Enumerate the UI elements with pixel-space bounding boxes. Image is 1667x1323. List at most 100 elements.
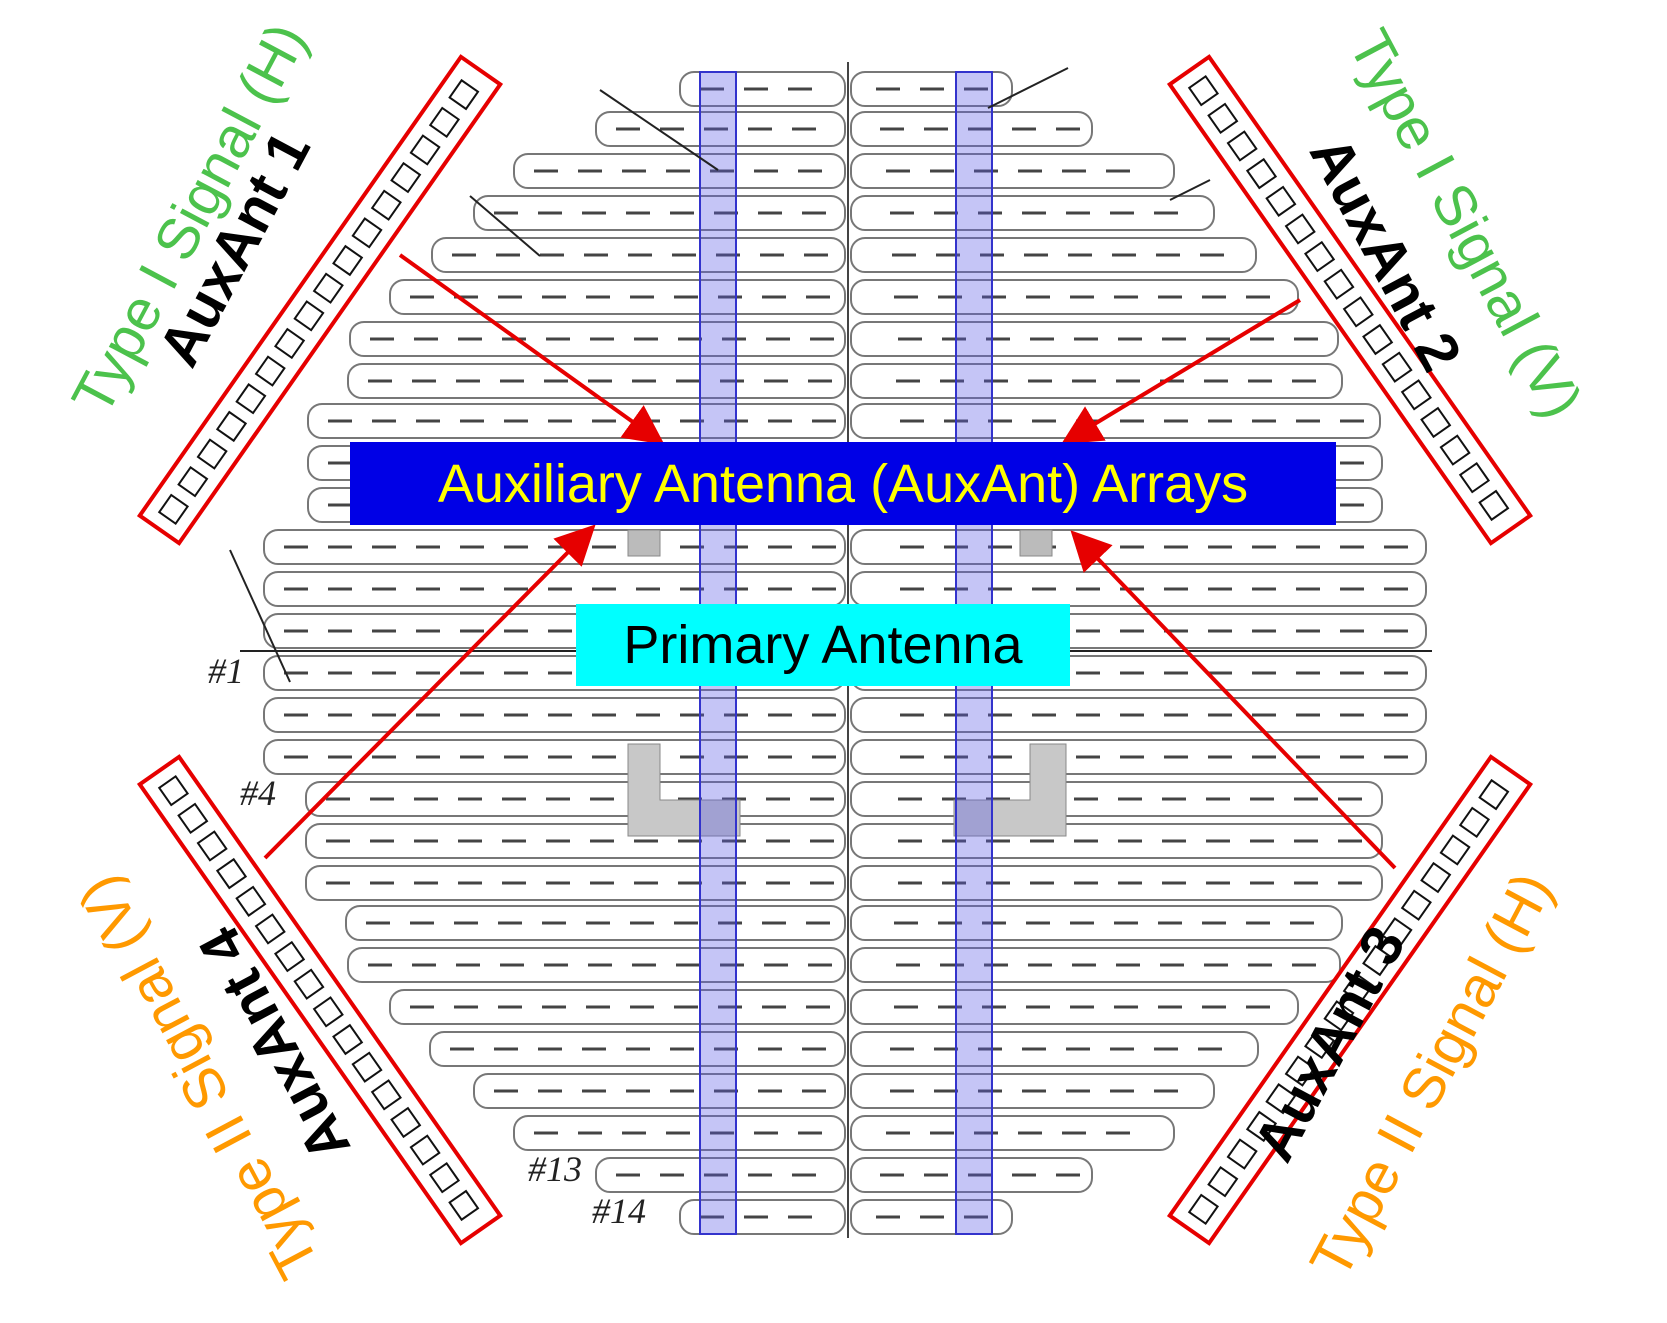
aux-element (1187, 74, 1220, 107)
auxant-4-array (136, 754, 504, 1246)
aux-element (1342, 972, 1374, 1004)
feed-network-right (953, 743, 1067, 837)
aux-element (196, 438, 228, 470)
aux-element (1284, 1055, 1316, 1087)
primary-row-right (850, 237, 1257, 273)
aux-array-outline (136, 54, 504, 546)
feed-block (1019, 529, 1053, 557)
aux-element (1226, 1138, 1258, 1170)
aux-element (1478, 489, 1510, 522)
aux-element (351, 1051, 383, 1083)
primary-row-right (850, 153, 1175, 189)
aux-element (1303, 1027, 1336, 1060)
auxant-1-array (136, 54, 504, 546)
aux-element (390, 1106, 422, 1139)
aux-element (293, 968, 325, 1000)
aux-element (235, 383, 267, 415)
red-arrow (1070, 530, 1397, 870)
aux-element (1265, 185, 1297, 217)
auxant-2-array (1166, 54, 1534, 546)
red-arrow (263, 524, 596, 860)
aux-element (1362, 323, 1394, 356)
aux-element (157, 774, 190, 807)
aux-element (1439, 834, 1471, 866)
aux-element (409, 134, 441, 166)
row-number-13: #13 (528, 1149, 582, 1189)
leader-line (987, 67, 1069, 109)
aux-element (1458, 462, 1491, 494)
primary-antenna-banner: Primary Antenna (576, 604, 1070, 686)
aux-element (428, 106, 461, 138)
primary-row-right (850, 363, 1343, 399)
aux-element (1226, 130, 1258, 162)
aux-element (332, 244, 364, 277)
aux-element (1400, 379, 1432, 411)
primary-row-left (473, 195, 846, 231)
aux-element (254, 355, 286, 387)
primary-row-left (305, 865, 846, 901)
aux-element (1323, 268, 1355, 300)
red-arrow (398, 253, 665, 445)
aux-element (1265, 1083, 1297, 1115)
aux-element (448, 1189, 480, 1222)
primary-row-right (850, 403, 1381, 439)
leader-line (599, 89, 719, 171)
primary-row-right (850, 1115, 1175, 1151)
aux-element (1245, 157, 1278, 190)
feed-block (627, 529, 661, 557)
aux-element (351, 217, 383, 249)
primary-row-left (307, 403, 846, 439)
aux-element (273, 327, 306, 360)
aux-element (254, 913, 286, 945)
aux-element (312, 272, 344, 304)
aux-element (157, 493, 190, 526)
row-number-14: #14 (592, 1191, 646, 1231)
row-number-4: #4 (240, 773, 276, 813)
aux-element (1420, 406, 1452, 439)
aux-element (215, 857, 248, 890)
aux-element (177, 802, 209, 835)
aux-element (370, 1079, 402, 1111)
aux-arrays-banner: Auxiliary Antenna (AuxAnt) Arrays (350, 442, 1336, 525)
aux-element (1420, 861, 1452, 894)
aux-element (1284, 213, 1316, 245)
aux-element (273, 940, 306, 973)
aux-array-outline (136, 754, 504, 1246)
aux-element (1207, 1165, 1239, 1198)
auxant-3-array (1166, 754, 1534, 1246)
aux-element (1245, 1110, 1278, 1143)
aux-element (1342, 296, 1374, 328)
row-number-1: #1 (208, 651, 244, 691)
primary-row-right (850, 865, 1383, 901)
aux-element (1439, 434, 1471, 466)
primary-row-right (850, 905, 1343, 941)
aux-element (196, 830, 228, 862)
aux-element (1303, 240, 1336, 273)
aux-element (215, 410, 248, 443)
primary-row-left (389, 989, 846, 1025)
aux-element (1381, 917, 1413, 949)
aux-element (1381, 351, 1413, 383)
leader-line (229, 549, 291, 683)
aux-array-outline (1166, 54, 1534, 546)
leader-line (469, 195, 541, 257)
red-arrow (1061, 298, 1302, 445)
primary-row-right (850, 1031, 1259, 1067)
aux-element (1187, 1193, 1220, 1226)
aux-element (235, 885, 267, 917)
aux-element (332, 1023, 364, 1056)
aux-element (448, 78, 480, 111)
aux-element (1478, 778, 1510, 811)
primary-row-left (473, 1073, 846, 1109)
aux-element (293, 300, 325, 332)
aux-element (1362, 944, 1394, 977)
aux-element (409, 1134, 441, 1166)
leader-line (1169, 179, 1211, 201)
aux-element (390, 161, 422, 194)
aux-array-outline (1166, 754, 1534, 1246)
aux-element (428, 1162, 461, 1194)
aux-element (370, 189, 402, 221)
aux-element (1400, 889, 1432, 921)
aux-element (177, 465, 209, 498)
